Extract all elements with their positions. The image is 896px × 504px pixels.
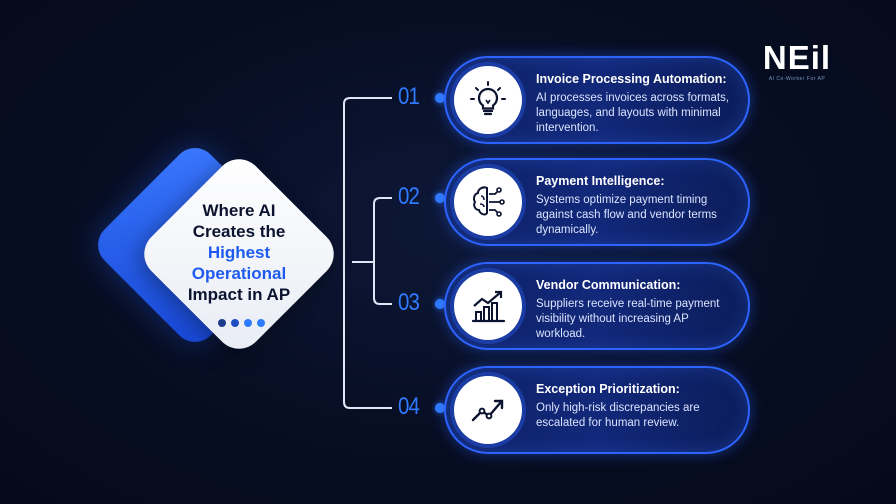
trend-line-icon [471, 399, 504, 422]
card-description: Suppliers receive real-time payment visi… [536, 298, 720, 340]
dot-2 [231, 319, 239, 327]
item-number-2: 02 [398, 183, 420, 210]
card-title: Payment Intelligence: [536, 174, 665, 188]
card-description: Only high-risk discrepancies are escalat… [536, 402, 700, 429]
bar-chart-icon [471, 290, 506, 323]
brain-circuit-icon [473, 186, 505, 217]
connector-inner [373, 197, 392, 305]
pagination-dots [218, 319, 268, 329]
card-title: Vendor Communication: [536, 278, 681, 292]
item-pin-2 [435, 193, 445, 203]
card-payment-intelligence: Payment Intelligence: Systems optimize p… [444, 158, 750, 246]
logo-wordmark: NEil [762, 39, 832, 76]
item-number-3: 03 [398, 289, 420, 316]
card-icon-circle [454, 66, 522, 134]
card-description: Systems optimize payment timing against … [536, 194, 717, 236]
heading-line-2: Creates the [192, 222, 286, 241]
heading-line-5: Impact in AP [187, 285, 291, 304]
brand-logo: NEil AI Co-Worker For AP [752, 40, 842, 86]
card-title: Exception Prioritization: [536, 382, 680, 396]
item-number-1: 01 [398, 83, 420, 110]
lightbulb-icon [470, 81, 506, 116]
dot-4 [257, 319, 265, 327]
item-number-4: 04 [398, 393, 420, 420]
heading-highlight-1: Highest [207, 243, 271, 262]
card-icon-circle [454, 168, 522, 236]
item-pin-4 [435, 403, 445, 413]
card-icon-circle [454, 272, 522, 340]
card-icon-circle [454, 376, 522, 444]
connector-outer [343, 97, 392, 409]
card-exception-prioritization: Exception Prioritization: Only high-risk… [444, 366, 750, 454]
item-pin-1 [435, 93, 445, 103]
item-pin-3 [435, 299, 445, 309]
card-invoice-processing: Invoice Processing Automation: AI proces… [444, 56, 750, 144]
card-title: Invoice Processing Automation: [536, 72, 727, 86]
logo-tagline: AI Co-Worker For AP [768, 76, 826, 82]
heading-highlight-2: Operational [191, 264, 287, 283]
card-description: AI processes invoices across formats, la… [536, 92, 730, 134]
dot-3 [244, 319, 252, 327]
heading-line-1: Where AI [202, 201, 276, 220]
dot-1 [218, 319, 226, 327]
card-vendor-communication: Vendor Communication: Suppliers receive … [444, 262, 750, 350]
center-heading: Where AI Creates the Highest Operational… [176, 200, 302, 305]
